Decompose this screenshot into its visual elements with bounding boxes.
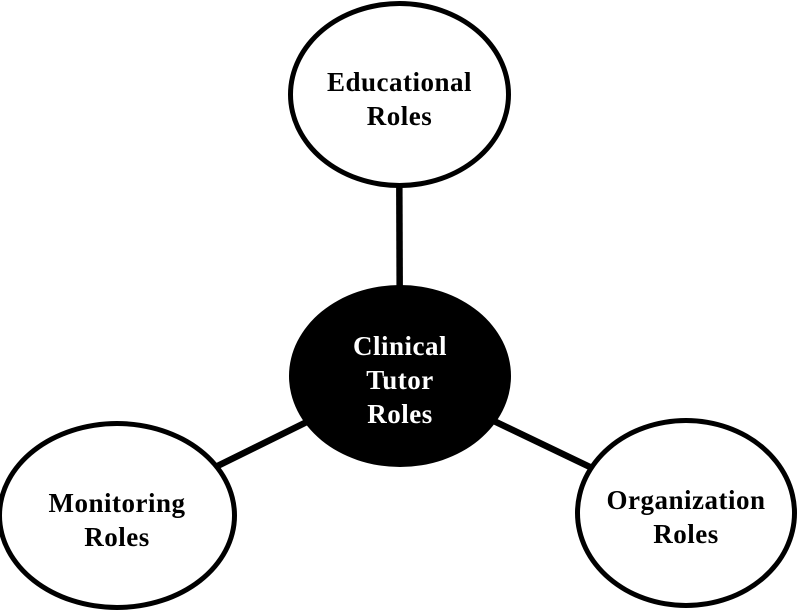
monitoring-roles-label: Monitoring Roles <box>48 487 186 552</box>
educational-roles-label: Educational Roles <box>326 66 473 131</box>
node-monitoring-roles: Monitoring Roles <box>0 421 237 610</box>
organization-roles-label: Organization Roles <box>606 485 766 549</box>
node-clinical-tutor-roles: Clinical Tutor Roles <box>289 285 511 467</box>
node-educational-roles: Educational Roles <box>288 1 511 188</box>
clinical-tutor-roles-label: Clinical Tutor Roles <box>352 331 447 429</box>
node-organization-roles: Organization Roles <box>575 418 797 608</box>
